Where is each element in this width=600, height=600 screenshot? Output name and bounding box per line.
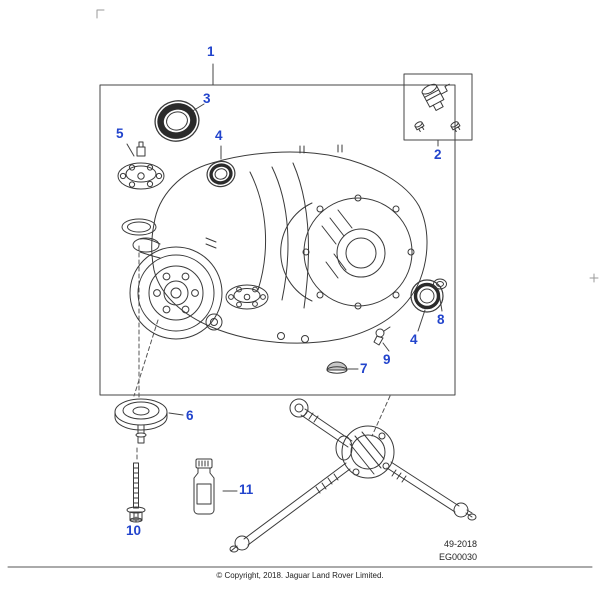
fluid-bottle-illustration [193, 458, 215, 515]
assembly-axis-lines [133, 245, 391, 460]
differential-housing-illustration [129, 144, 428, 344]
breather-valve-inset [403, 73, 473, 141]
figure-number: 49-2018 [443, 539, 477, 549]
mount-bushing-illustration [114, 398, 168, 444]
callout-10[interactable]: 10 [126, 523, 142, 538]
callout-8[interactable]: 8 [437, 312, 445, 327]
breather-valve-illustration [421, 83, 450, 111]
output-seal-left-illustration [206, 160, 236, 188]
drive-flange-illustration [117, 141, 165, 190]
bolt-illustration [126, 462, 146, 523]
callout-6[interactable]: 6 [186, 408, 194, 423]
diagram-frame [99, 84, 456, 396]
callout-4-upper[interactable]: 4 [215, 128, 223, 143]
axle-assembly-illustration [229, 398, 477, 553]
breather-screw-left [414, 121, 425, 132]
illustration-code: EG00030 [438, 552, 477, 562]
callout-4-lower[interactable]: 4 [410, 332, 418, 347]
leader-lines [126, 63, 443, 523]
sensor-illustration [373, 326, 391, 346]
callout-11[interactable]: 11 [239, 482, 254, 497]
flange-gasket-illustration [121, 218, 157, 236]
rubber-plug-illustration [326, 361, 348, 374]
output-seal-right-illustration [410, 279, 444, 313]
pinion-seal-illustration [154, 100, 200, 142]
plug-illustration [433, 278, 447, 290]
registration-mark-right-edge [589, 273, 599, 283]
callout-9[interactable]: 9 [383, 352, 391, 367]
callout-1[interactable]: 1 [207, 44, 215, 59]
callout-7[interactable]: 7 [360, 361, 368, 376]
copyright-notice: © Copyright, 2018. Jaguar Land Rover Lim… [216, 571, 384, 580]
callout-5[interactable]: 5 [116, 126, 124, 141]
registration-mark-top-left [96, 9, 105, 19]
callout-3[interactable]: 3 [203, 91, 211, 106]
breather-screw-right [450, 121, 461, 132]
callout-2[interactable]: 2 [434, 147, 442, 162]
